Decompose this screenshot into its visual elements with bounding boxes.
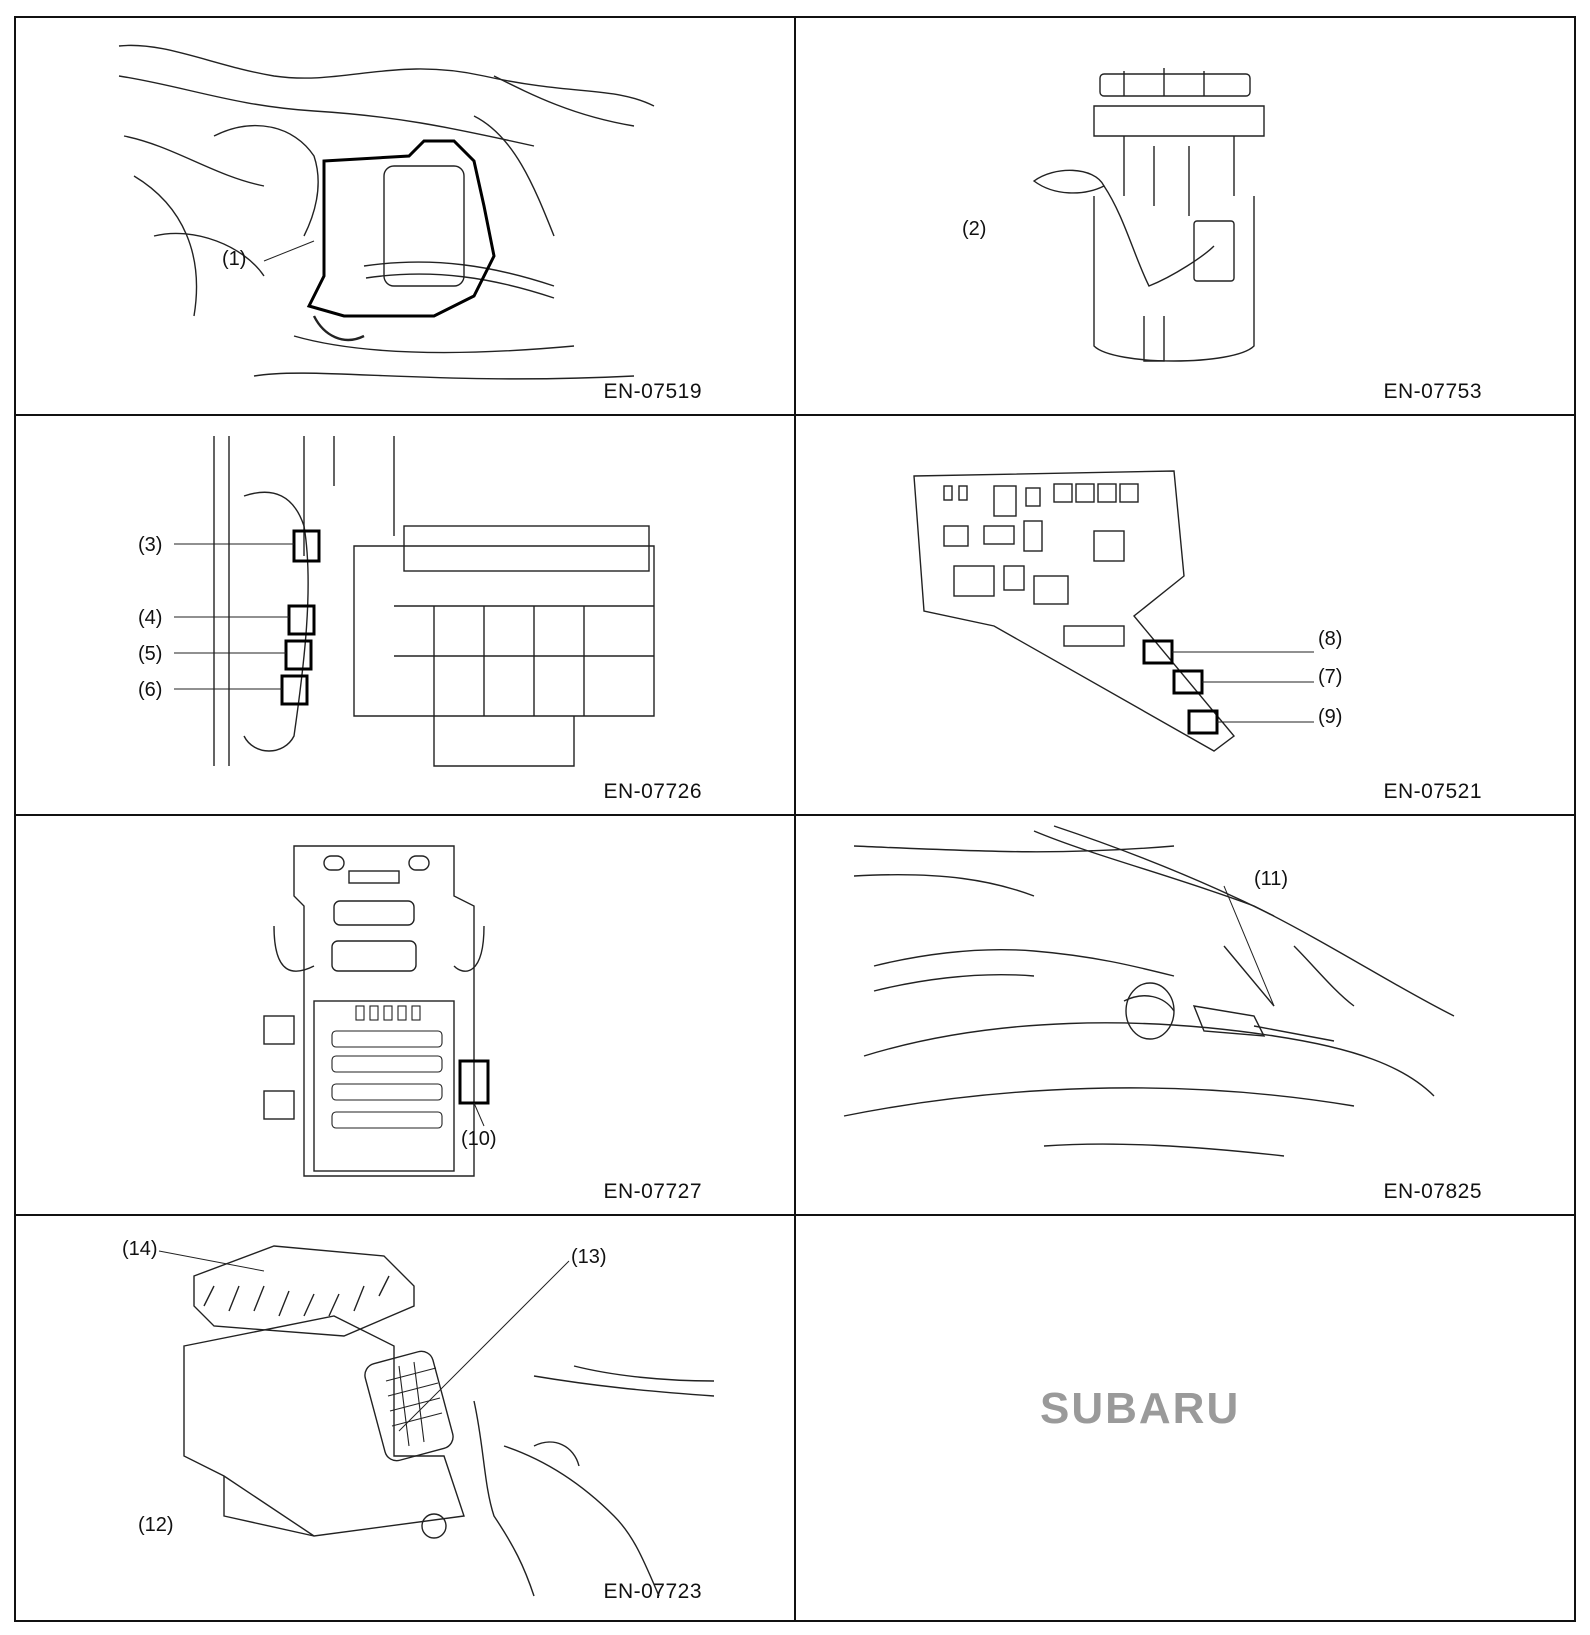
callout-1: (1) [222,248,247,270]
callout-7: (7) [1318,666,1343,688]
panel-en-07727: (10) EN-07727 [14,816,794,1216]
figure-code: EN-07727 [603,1180,702,1203]
canister-illustration [158,1245,715,1597]
figure-code: EN-07726 [603,780,702,803]
callout-12: (12) [138,1514,174,1536]
engine-bay-illustration [118,44,655,380]
relay-mount-illustration [174,436,655,767]
grid-divider-row-1 [14,414,1576,416]
panel-en-07825: (11) EN-07825 [794,816,1574,1216]
callout-5: (5) [138,643,163,665]
callout-14: (14) [122,1238,158,1260]
callout-3: (3) [138,534,163,556]
callout-8: (8) [1318,628,1343,650]
figure-code: EN-07723 [603,1580,702,1603]
grid-divider-row-3 [14,1214,1576,1216]
grid-divider-vertical [794,16,796,1622]
main-fuse-box-illustration [913,470,1314,752]
figure-code: EN-07753 [1383,380,1482,403]
fuel-pump-illustration [1032,68,1265,362]
panel-en-07726: (3) (4) (5) (6) EN-07726 [14,416,794,816]
panel-en-07753: (2) EN-07753 [794,16,1574,416]
callout-2: (2) [962,218,987,240]
grid-divider-row-2 [14,814,1576,816]
figure-code: EN-07519 [603,380,702,403]
panel-en-07723: (14) (13) (12) EN-07723 [14,1216,794,1616]
callout-10: (10) [461,1128,497,1150]
callout-13: (13) [571,1246,607,1268]
logo-text: SUBARU [1040,1384,1240,1431]
callout-4: (4) [138,607,163,629]
harness-illustration [843,825,1455,1157]
callout-6: (6) [138,679,163,701]
figure-code: EN-07825 [1383,1180,1482,1203]
panel-en-07521: (8) (7) (9) EN-07521 [794,416,1574,816]
panel-en-07519: (1) EN-07519 [14,16,794,416]
diagram-sheet: (1) EN-07519 (2) EN-07753 [14,16,1576,1622]
subaru-logo: SUBARU [1040,1383,1300,1433]
figure-code: EN-07521 [1383,780,1482,803]
joint-box-illustration [263,845,490,1177]
callout-9: (9) [1318,706,1343,728]
callout-11: (11) [1254,868,1289,890]
